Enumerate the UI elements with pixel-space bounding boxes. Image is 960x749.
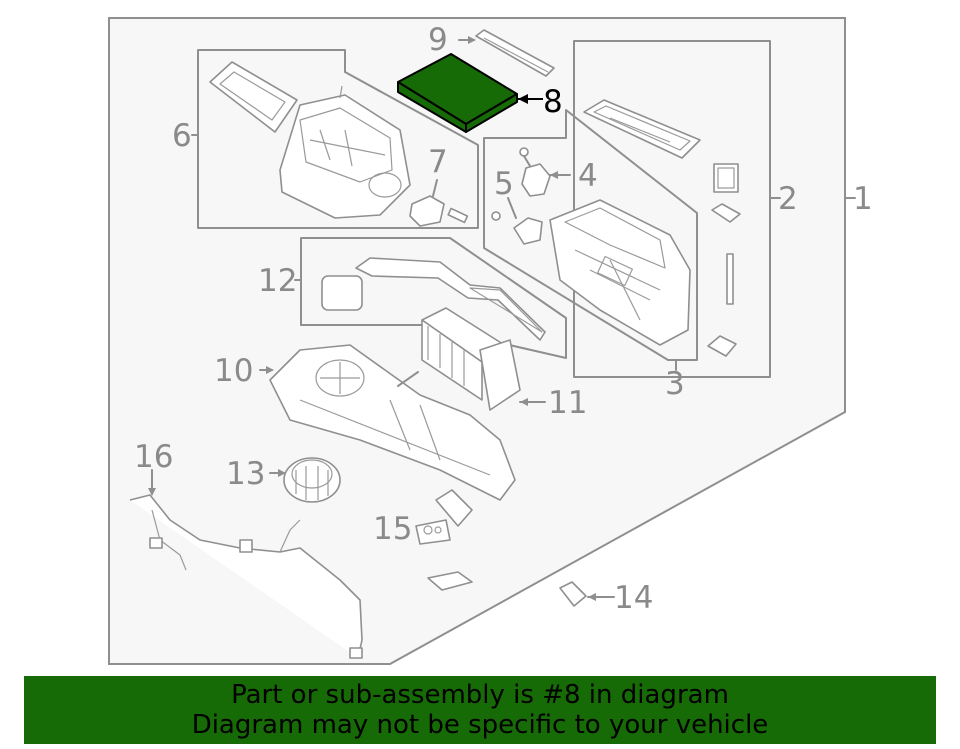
part-2-small-parts xyxy=(707,163,741,357)
callout-16: 16 xyxy=(134,439,173,475)
callout-1: 1 xyxy=(853,181,873,217)
part-3-evaporator-case xyxy=(549,199,691,346)
callout-10: 10 xyxy=(214,353,253,389)
part-16-wire-harness xyxy=(129,469,363,659)
callout-6: 6 xyxy=(172,118,192,154)
callout-8: 8 xyxy=(543,84,563,120)
part-5-actuator xyxy=(491,197,543,245)
group-box-6 xyxy=(197,49,479,229)
part-14-sensor xyxy=(559,581,615,607)
part-13-blower-motor xyxy=(269,457,341,503)
banner-line-2: Diagram may not be specific to your vehi… xyxy=(191,710,769,740)
part-2-filter-housing xyxy=(583,99,701,159)
callout-14: 14 xyxy=(614,580,653,616)
callout-9: 9 xyxy=(428,22,448,58)
callout-7: 7 xyxy=(428,144,448,180)
group-box-12 xyxy=(300,237,567,359)
part-4-actuator xyxy=(519,147,571,197)
part-10-blower-case xyxy=(259,344,516,501)
callout-4: 4 xyxy=(578,158,598,194)
callout-5: 5 xyxy=(494,166,514,202)
part-6-heater-case xyxy=(279,85,411,219)
part-11-heater-core xyxy=(421,307,546,411)
part-8-cabin-filter xyxy=(397,53,543,133)
info-banner: Part or sub-assembly is #8 in diagram Di… xyxy=(24,676,936,744)
part-misc-bracket xyxy=(427,571,473,591)
part-12-harness xyxy=(321,257,546,341)
group-box-3 xyxy=(483,109,698,361)
part-6-gasket xyxy=(209,61,298,133)
callout-12: 12 xyxy=(258,263,297,299)
callout-2: 2 xyxy=(778,181,798,217)
group-box-2 xyxy=(573,40,771,378)
part-15-resistor xyxy=(415,489,473,545)
callout-11: 11 xyxy=(548,385,587,421)
part-7-actuator xyxy=(409,179,469,227)
callout-3: 3 xyxy=(665,366,685,402)
callout-13: 13 xyxy=(226,456,265,492)
callout-15: 15 xyxy=(373,511,412,547)
part-9-seal-strip xyxy=(458,29,555,77)
banner-line-1: Part or sub-assembly is #8 in diagram xyxy=(231,680,729,710)
